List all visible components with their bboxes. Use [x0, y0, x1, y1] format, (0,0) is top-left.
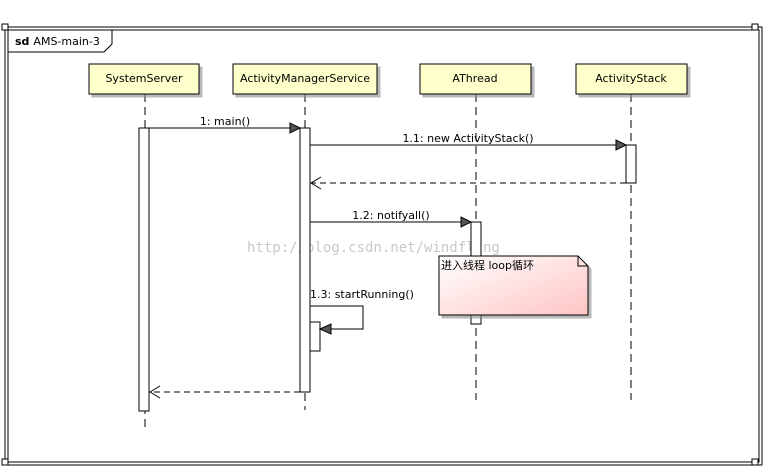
corner-handle — [1, 23, 9, 31]
activation-ams — [299, 127, 311, 393]
watermark: http://blog.csdn.net/windfling — [247, 240, 500, 256]
corner-handle — [1, 458, 9, 466]
message-startrunning: 1.3: startRunning() — [310, 288, 414, 335]
lifeline-head-activitystack: ActivityStack — [575, 63, 688, 95]
note-text: 进入线程 loop循环 — [441, 258, 534, 272]
activation-systemserver — [138, 127, 150, 412]
frame-label-box — [7, 29, 113, 53]
activation-ams-self — [309, 321, 321, 352]
corner-handle — [751, 458, 759, 466]
message-startrunning-label: 1.3: startRunning() — [310, 288, 414, 301]
lifeline-head-ams: ActivityManagerService — [232, 63, 378, 95]
lifeline-head-systemserver: SystemServer — [88, 63, 200, 95]
svg-text:SystemServer: SystemServer — [105, 72, 183, 85]
corner-handle — [751, 23, 759, 31]
svg-text:ActivityManagerService: ActivityManagerService — [240, 72, 370, 85]
svg-text:AThread: AThread — [452, 72, 497, 85]
outer-frame — [4, 26, 763, 466]
message-new-activitystack-label: 1.1: new ActivityStack() — [402, 132, 533, 145]
activation-activitystack — [625, 144, 637, 184]
inner-frame — [7, 29, 760, 463]
message-notifyall-label: 1.2: notifyall() — [352, 209, 429, 222]
note: 进入线程 loop循环 — [438, 255, 589, 316]
return-activitystack — [310, 176, 626, 190]
return-ams — [149, 385, 300, 399]
message-main: 1: main() — [149, 115, 302, 134]
svg-text:ActivityStack: ActivityStack — [595, 72, 667, 85]
message-new-activitystack: 1.1: new ActivityStack() — [310, 132, 628, 151]
message-notifyall: 1.2: notifyall() — [310, 209, 473, 228]
message-main-label: 1: main() — [200, 115, 250, 128]
lifeline-head-athread: AThread — [419, 63, 532, 95]
